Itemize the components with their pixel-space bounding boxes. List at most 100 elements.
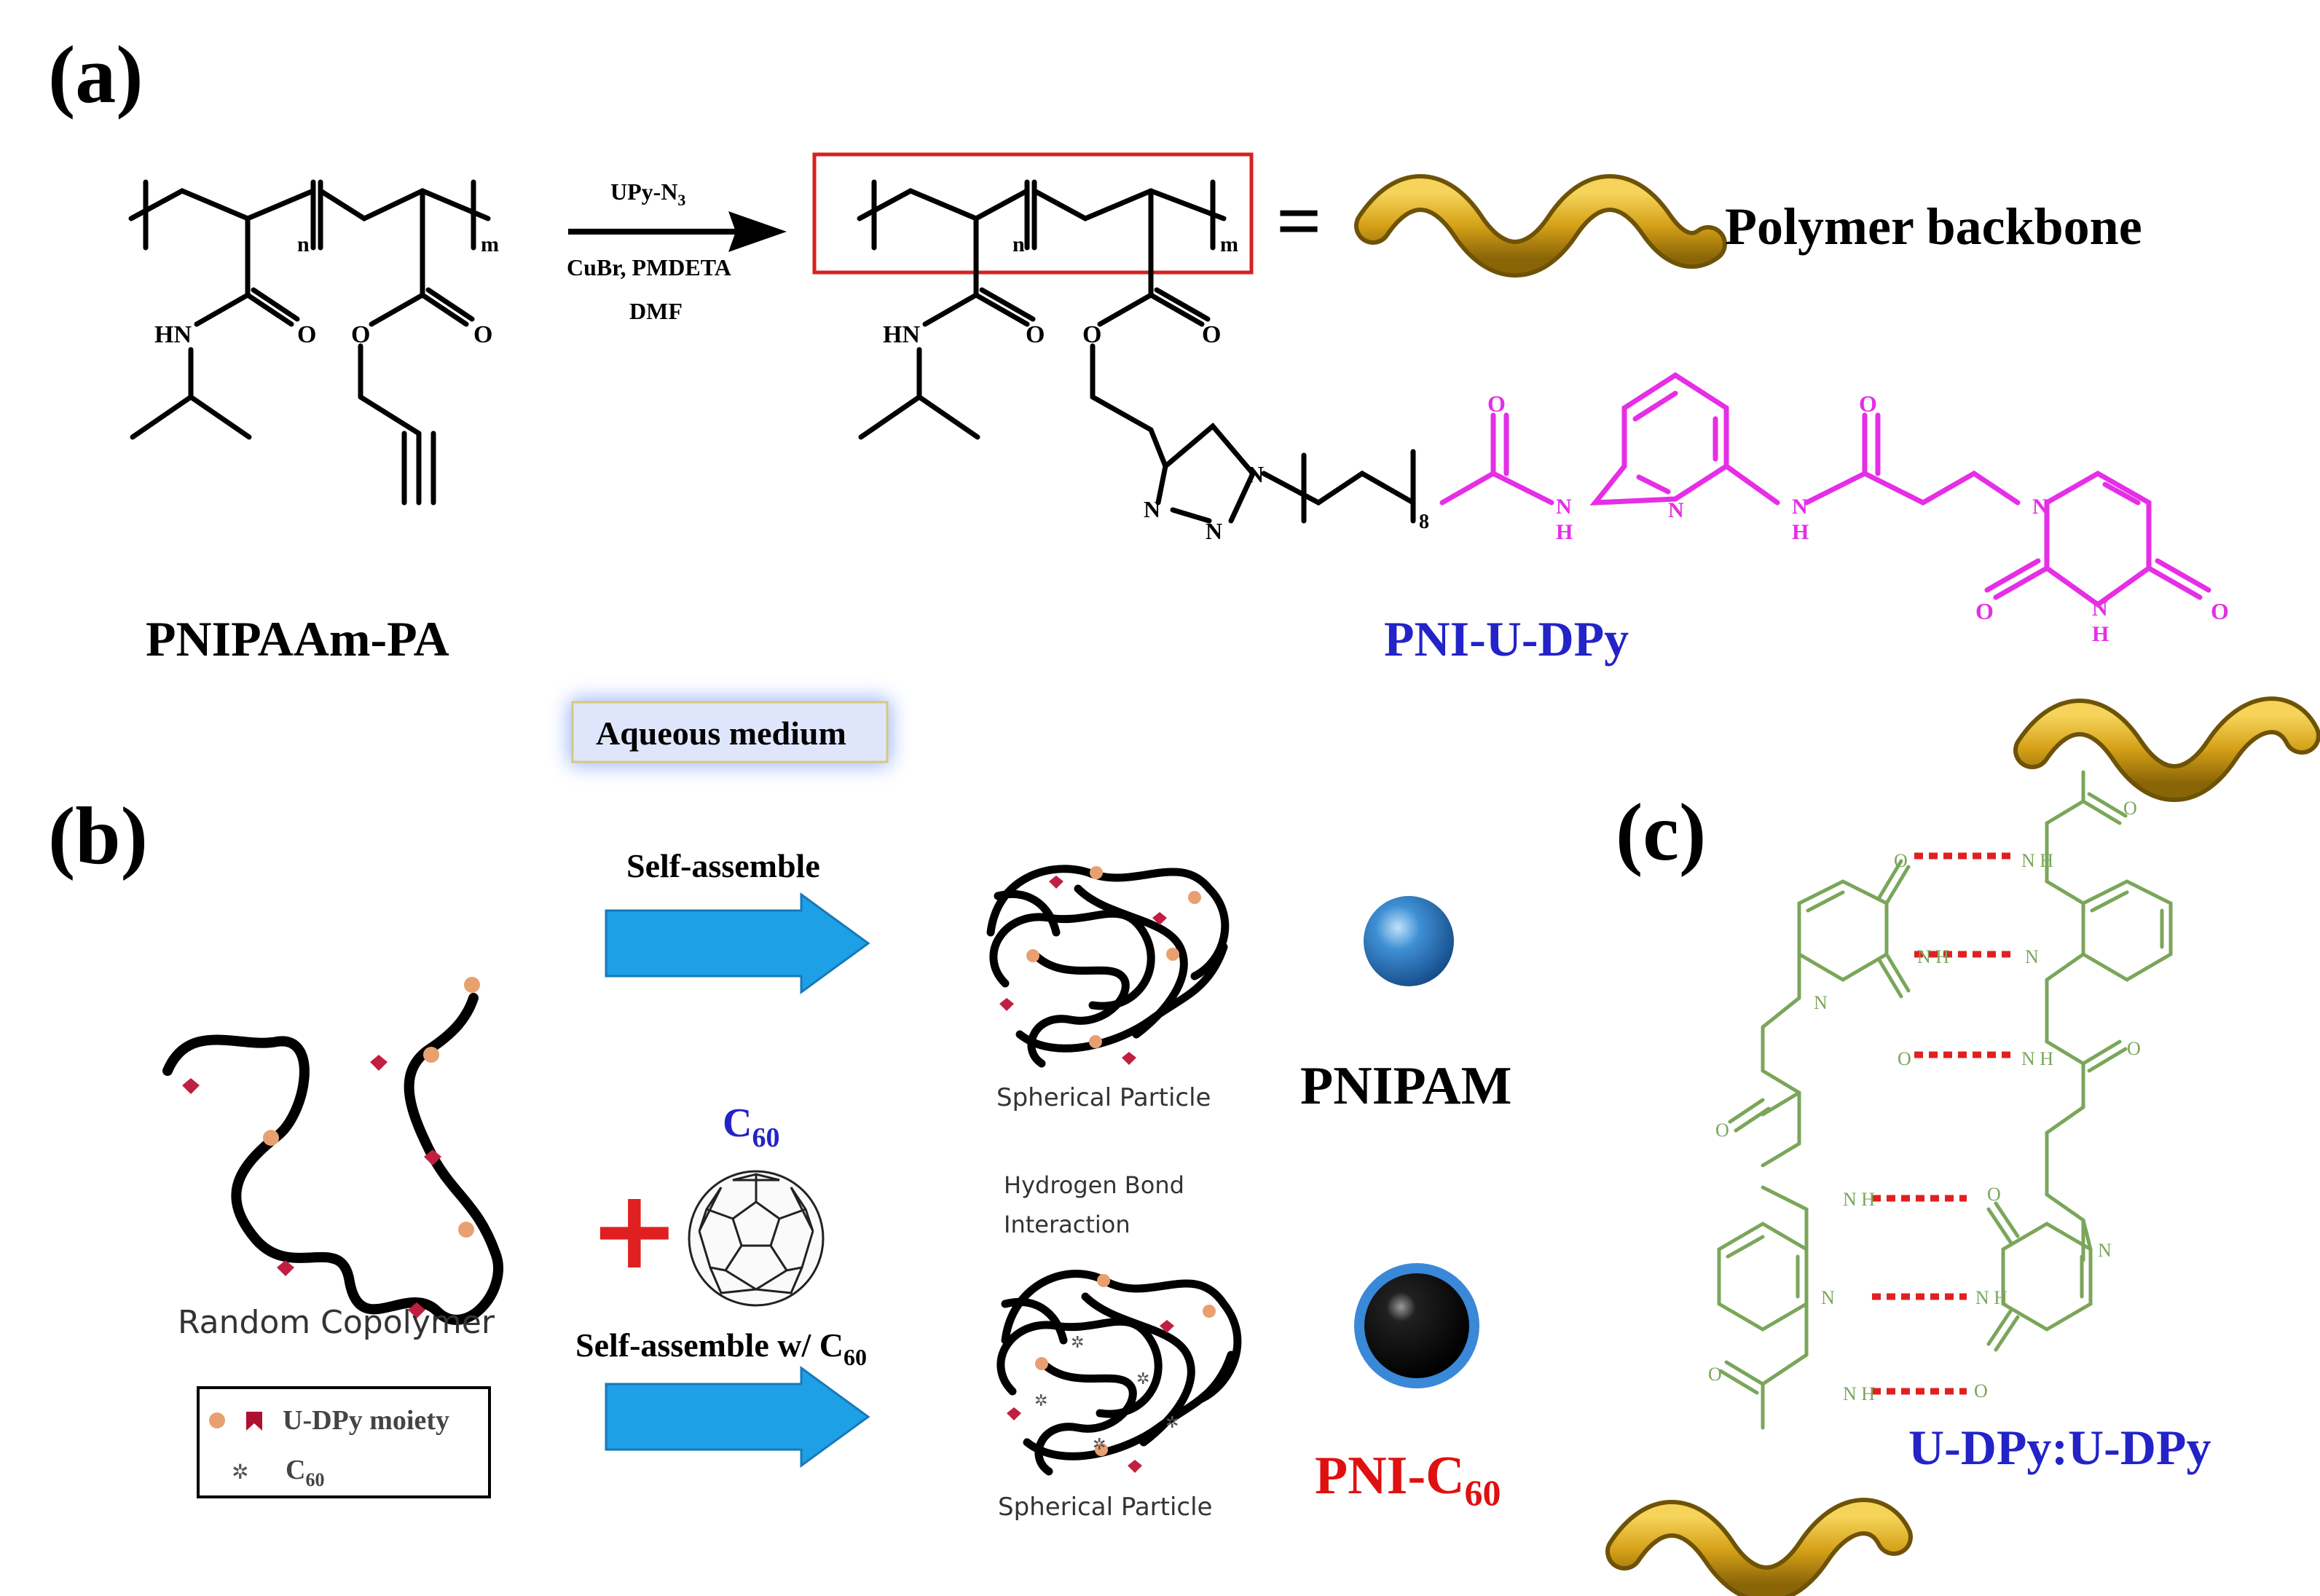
polymer-backbone-label: Polymer backbone [1725,197,2142,256]
svg-text:O: O [1974,1380,1988,1402]
polymer-backbone-ribbon [1354,174,1727,278]
random-copolymer-strand [162,977,503,1325]
panel-label-c: (c) [1616,787,1706,878]
svg-text:O: O [1987,1184,2001,1205]
pnipam-ball [1364,896,1454,986]
svg-text:N H: N H [1843,1383,1875,1404]
svg-text:H: H [1792,520,1809,544]
hydrogen-bond-label-line-2: Interaction [1004,1211,1130,1238]
reactant-n-subscript: n [297,232,310,256]
reagent-line-3: DMF [629,298,683,324]
aqueous-medium-box [570,699,890,765]
reactant-o2: O [351,321,370,348]
spherical-particle-1 [986,865,1230,1068]
svg-text:N: N [2032,495,2048,519]
legend-c60-icon: ✲ [232,1461,248,1484]
spherical-particle-2-markers: ✲ ✲ ✲ ✲ ✲ [1007,1274,1216,1473]
reactant-o1: O [297,321,316,348]
dimer-bottom-ribbon [1605,1498,1913,1596]
svg-text:N: N [1814,992,1828,1013]
svg-text:✲: ✲ [1034,1391,1047,1410]
reactant-name: PNIPAAm-PA [146,611,449,667]
svg-text:N: N [2098,1240,2112,1261]
svg-text:O: O [1708,1364,1722,1385]
hydrogen-bond-lines [1872,852,2014,1395]
legend-udpy-circle-icon [209,1412,225,1428]
svg-text:H: H [1556,520,1573,544]
reactant-o3: O [473,321,492,348]
svg-text:N: N [1821,1287,1835,1308]
product-o1: O [1026,321,1045,348]
product-name: PNI-U-DPy [1384,611,1629,667]
random-copolymer-label: Random Copolymer [178,1304,495,1341]
self-assemble-arrow [605,892,870,994]
spherical-particle-2 [996,1270,1242,1476]
svg-text:H: H [2092,622,2109,646]
self-assemble-c60-label: Self-assemble w/ C60 [575,1326,867,1370]
dimer-top-ribbon [2013,696,2320,802]
product-hn: HN [883,321,920,348]
triazole-n-2: N [1144,496,1160,522]
svg-text:N: N [2025,946,2039,967]
svg-text:✲: ✲ [1071,1333,1084,1351]
svg-text:O: O [1715,1120,1729,1141]
svg-text:✲: ✲ [1165,1413,1179,1431]
svg-text:N: N [1792,495,1808,519]
product-backbone [857,179,1416,524]
pnic60-ball [1354,1263,1479,1388]
pnipam-label: PNIPAM [1300,1056,1511,1116]
svg-text:✲: ✲ [1136,1369,1149,1388]
panel-label-a: (a) [48,30,143,120]
chain-repeat-count: 8 [1419,511,1429,533]
backbone-highlight-box [812,152,1254,275]
svg-text:N H: N H [1975,1287,2008,1308]
legend-udpy-marker-icon [246,1412,262,1431]
svg-text:O: O [2123,798,2137,819]
spherical-particle-1-label: Spherical Particle [996,1083,1211,1112]
dimer-label: U-DPy:U-DPy [1908,1420,2211,1475]
udpy-moiety-structure [1439,372,2211,608]
reagent-line-1: UPy-N3 [610,178,685,209]
udpy-moiety-atoms: O N H N N H O N O N H O [1487,390,2229,646]
legend-box [197,1386,491,1498]
reaction-arrow [568,211,787,252]
udpy-dimer-structure [1717,770,2173,1430]
svg-text:N H: N H [2021,1048,2053,1069]
spherical-particle-2-label: Spherical Particle [998,1493,1212,1522]
svg-text:N H: N H [1917,946,1949,967]
svg-text:O: O [1859,390,1877,417]
product-n-subscript: n [1012,232,1025,256]
svg-text:O: O [2127,1038,2141,1059]
svg-text:N H: N H [2021,850,2053,871]
svg-text:✲: ✲ [1093,1435,1106,1453]
reactant-m-subscript: m [481,232,499,256]
svg-text:N H: N H [1843,1189,1875,1210]
hydrogen-bond-label-line-1: Hydrogen Bond [1004,1171,1184,1199]
panel-label-b: (b) [48,791,148,881]
pnic60-label: PNI-C60 [1315,1446,1501,1513]
svg-text:O: O [2211,598,2229,624]
spherical-particle-1-markers [999,866,1201,1065]
product-o3: O [1202,321,1221,348]
c60-label: C60 [723,1101,779,1153]
svg-text:O: O [1898,1048,1911,1069]
reactant-hn: HN [154,321,192,348]
c60-fullerene-icon [688,1170,825,1307]
triazole-n-1: N [1247,461,1264,487]
triazole-n-3: N [1206,518,1222,544]
product-o2: O [1082,321,1101,348]
dimer-atom-labels: O N H O N H N O N H O N O N H O N N H N … [1708,798,2141,1404]
reactant-structure [128,179,491,506]
equals-sign: = [1276,176,1322,265]
aqueous-medium-label: Aqueous medium [596,715,846,752]
legend-c60-label: C60 [286,1455,324,1490]
product-m-subscript: m [1220,232,1238,256]
svg-text:O: O [1487,390,1506,417]
reagent-line-2: CuBr, PMDETA [567,254,731,280]
svg-text:N: N [2092,597,2108,621]
svg-text:N: N [1556,495,1572,519]
svg-text:O: O [1975,598,1994,624]
self-assemble-label: Self-assemble [626,847,820,884]
self-assemble-c60-arrow [605,1366,870,1468]
